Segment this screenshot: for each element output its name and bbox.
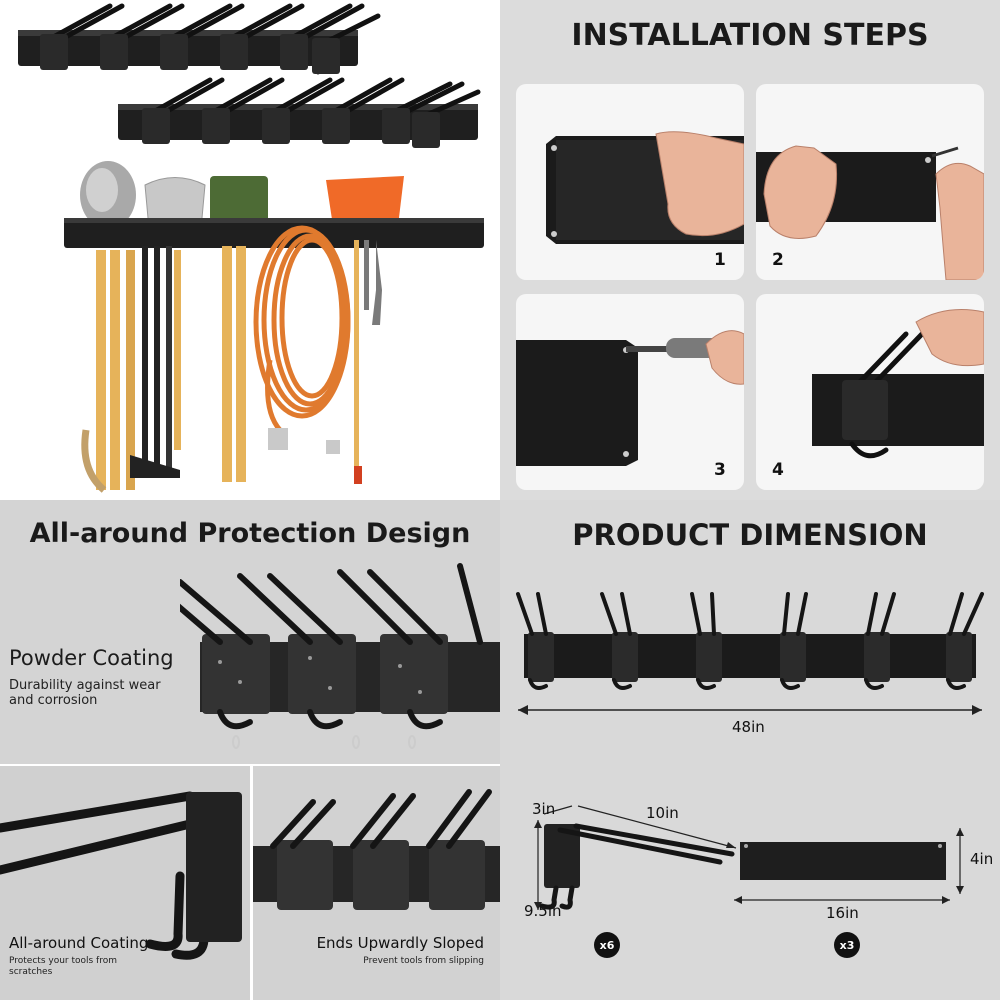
installation-title: INSTALLATION STEPS xyxy=(571,18,929,53)
hook-quantity-badge: x6 xyxy=(594,932,620,958)
hook-length-label: 10in xyxy=(646,804,679,822)
sloped-end-detail-card xyxy=(253,766,500,1000)
step-number-1: 1 xyxy=(714,250,726,270)
step-card-1: 1 xyxy=(516,84,744,280)
coating-detail-card xyxy=(0,766,250,1000)
step-2-illustration xyxy=(756,145,984,280)
feature-title-all-around-coating: All-around Coating xyxy=(9,934,149,952)
step-1-illustration xyxy=(546,131,744,244)
rail-bottom-with-tools xyxy=(64,161,484,493)
rail-middle xyxy=(118,77,481,148)
hook-depth-label: 3in xyxy=(532,800,556,818)
dimension-title: PRODUCT DIMENSION xyxy=(572,518,928,552)
protection-title: All-around Protection Design xyxy=(29,518,471,549)
step-4-illustration xyxy=(812,309,984,459)
rail-height-label: 4in xyxy=(970,850,994,868)
step-card-2: 2 xyxy=(756,84,984,280)
sloped-hooks-image xyxy=(253,789,500,910)
rail-length-label: 48in xyxy=(732,718,765,736)
step-card-3: 3 xyxy=(516,294,744,490)
rail-width-label: 16in xyxy=(826,904,859,922)
feature-subtitle-all-around-coating: Protects your tools from scratches xyxy=(9,956,118,977)
length-arrow xyxy=(518,705,982,715)
feature-title-ends-upwardly-sloped: Ends Upwardly Sloped xyxy=(316,934,484,952)
garden-hose xyxy=(253,225,351,432)
garage-rack-illustration xyxy=(18,3,484,493)
protection-design-panel: All-around Protection Design Powder Coat… xyxy=(0,500,500,1000)
step-number-4: 4 xyxy=(772,460,784,480)
product-dimension-panel: PRODUCT DIMENSION 48in xyxy=(500,500,1000,1000)
hero-product-image xyxy=(0,0,500,500)
installation-steps-panel: INSTALLATION STEPS 1 2 3 xyxy=(500,0,1000,500)
step-number-3: 3 xyxy=(714,460,726,480)
step-3-illustration xyxy=(516,330,744,466)
hook-height-label: 9.5in xyxy=(524,902,562,920)
feature-subtitle-powder-coating: Durability against wear and corrosion xyxy=(9,678,161,708)
tool-handles xyxy=(96,240,382,490)
rail-quantity-badge: x3 xyxy=(834,932,860,958)
hook-and-rail-diagram xyxy=(534,805,964,910)
divider xyxy=(0,764,500,767)
divider-vertical xyxy=(250,766,253,1000)
powder-coated-hooks-image xyxy=(180,563,500,749)
full-rail-diagram xyxy=(516,592,984,690)
feature-subtitle-ends-upwardly-sloped: Prevent tools from slipping xyxy=(363,956,484,966)
step-card-4: 4 xyxy=(756,294,984,490)
feature-title-powder-coating: Powder Coating xyxy=(9,646,174,670)
step-number-2: 2 xyxy=(772,250,784,270)
rail-top xyxy=(18,3,381,75)
hook-closeup-image xyxy=(0,791,242,960)
